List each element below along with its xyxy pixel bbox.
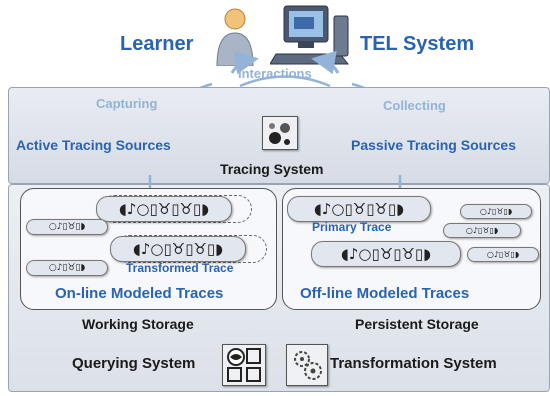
trace-pill-small: ○♪▯♉▯◗ [26, 219, 108, 235]
working-storage-label: Working Storage [82, 316, 194, 332]
trace-symbols-icon: ◖♪○▯♉▯♉▯◗ [132, 240, 224, 258]
trace-symbols-icon: ○♪▯♉▯◗ [486, 250, 520, 259]
online-modeled-traces: On-line Modeled Traces [55, 285, 224, 302]
trace-pill-small: ○♪▯♉▯◗ [460, 204, 532, 219]
trace-pill: ◖♪○▯♉▯♉▯◗ [287, 196, 431, 222]
trace-symbols-icon: ○♪▯♉▯◗ [465, 226, 499, 235]
active-tracing-sources: Active Tracing Sources [16, 137, 171, 153]
trace-pill-small: ○♪▯♉▯◗ [467, 247, 539, 262]
tel-system-label: TEL System [360, 33, 475, 55]
querying-system-icon [222, 344, 266, 386]
learner-label: Learner [120, 33, 194, 55]
trace-symbols-icon: ○♪▯♉▯◗ [48, 222, 86, 232]
capturing-label: Capturing [96, 96, 158, 111]
trace-pill-small: ○♪▯♉▯◗ [26, 260, 108, 276]
trace-symbols-icon: ○♪▯♉▯◗ [479, 207, 513, 216]
trace-symbols-icon: ○♪▯♉▯◗ [48, 263, 86, 273]
tracing-system-icon [262, 116, 298, 150]
persistent-storage-label: Persistent Storage [355, 316, 479, 332]
trace-symbols-icon: ◖♪○▯♉▯♉▯◗ [118, 200, 210, 218]
collecting-label: Collecting [383, 98, 446, 113]
trace-pill: ◖♪○▯♉▯♉▯◗ [96, 196, 232, 222]
trace-symbols-icon: ◖♪○▯♉▯♉▯◗ [340, 245, 432, 263]
transformation-system-icon [286, 344, 328, 386]
primary-trace-label: Primary Trace [312, 220, 392, 234]
trace-symbols-icon: ◖♪○▯♉▯♉▯◗ [313, 200, 405, 218]
trace-pill: ◖♪○▯♉▯♉▯◗ [110, 236, 246, 262]
interactions-label: Interactions [238, 66, 312, 81]
computer-icon [270, 5, 350, 65]
trace-pill: ◖♪○▯♉▯♉▯◗ [311, 241, 461, 267]
offline-modeled-traces: Off-line Modeled Traces [300, 285, 470, 302]
querying-system-label: Querying System [72, 355, 196, 372]
passive-tracing-sources: Passive Tracing Sources [351, 137, 516, 153]
transformed-trace-label: Transformed Trace [126, 261, 234, 275]
tracing-system-label: Tracing System [220, 161, 324, 177]
transformation-system-label: Transformation System [330, 355, 497, 372]
trace-pill-small: ○♪▯♉▯◗ [443, 223, 521, 238]
